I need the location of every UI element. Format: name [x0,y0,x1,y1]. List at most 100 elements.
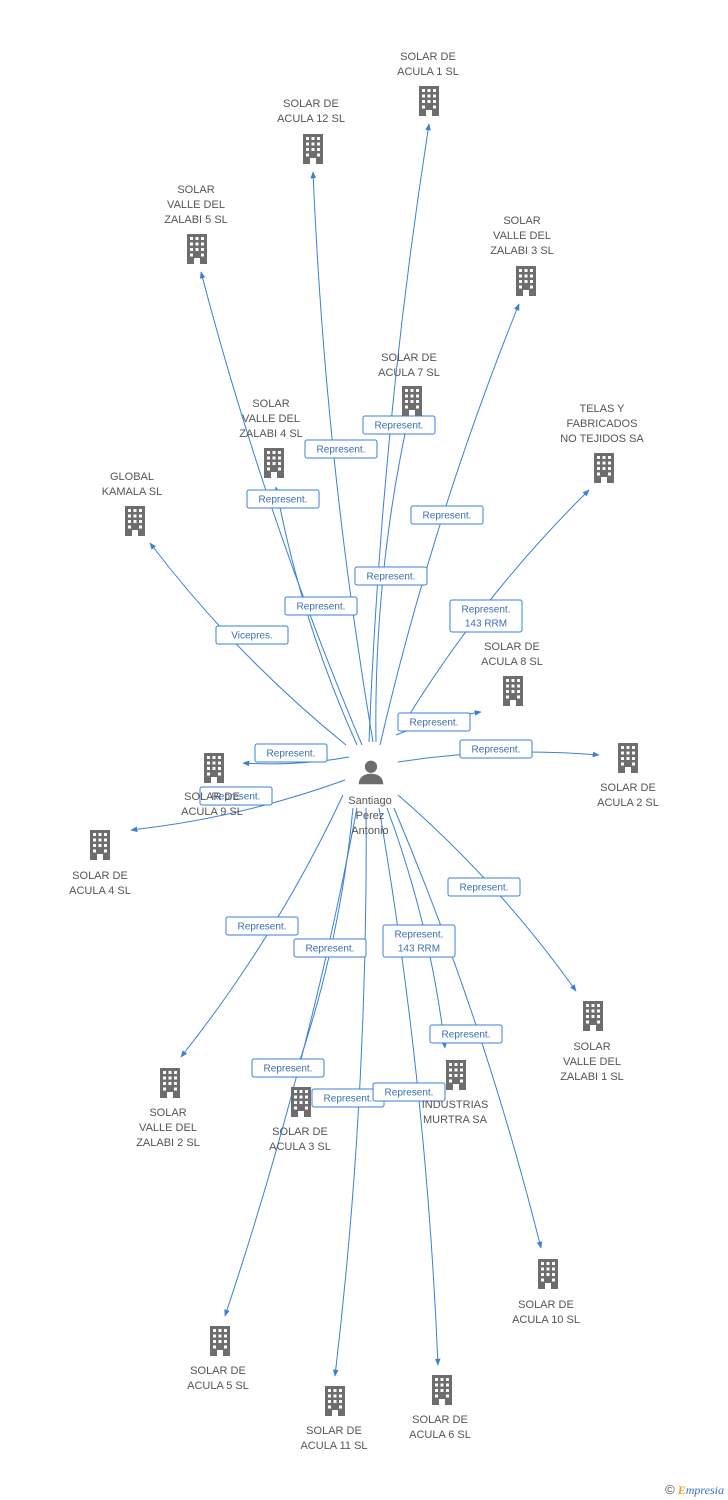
person-icon [358,760,384,785]
edge-label-text: Vicepres. [231,631,273,642]
edge-label-box [246,489,320,509]
edge-label-box [199,786,273,806]
building-icon [210,1326,230,1356]
edge-zalabi4 [274,486,358,746]
edge-label-acula9[interactable]: Represent. [254,743,328,763]
edge-label-text: Represent. [410,718,459,729]
building-icon [432,1375,452,1405]
edge-label-box [251,1058,325,1078]
building-icon [402,386,422,416]
edge-label-text: Represent. [212,792,261,803]
building-icon [204,753,224,783]
brand-initial: E [677,1483,686,1497]
edge-label-text: Represent. [238,922,287,933]
edge-label-acula5[interactable]: Represent. [251,1058,325,1078]
edge-label-text: Represent. [472,745,521,756]
building-icon [125,506,145,536]
edge-zalabi5 [199,271,363,746]
edge-label-box [449,599,523,633]
edge-label-acula7[interactable]: Represent. [354,566,428,586]
edge-label-text: Represent. [317,445,366,456]
building-icon [291,1087,311,1117]
edge-label-zalabi1[interactable]: Represent. [447,877,521,897]
edge-acula9 [242,756,350,767]
edge-label-box [293,938,367,958]
building-icon [538,1259,558,1289]
edge-label-box [225,916,299,936]
edge-labels-layer: Represent. Represent. Represent. Represent.… [199,415,533,1108]
edge-label-global[interactable]: Vicepres. [215,625,289,645]
edge-label-acula3[interactable]: Represent. [293,938,367,958]
edge-label-box [304,439,378,459]
edge-label-acula8[interactable]: Represent. [397,712,471,732]
building-icon [503,676,523,706]
edge-label-zalabi5[interactable]: Represent. [246,489,320,509]
edge-label-zalabi3[interactable]: Represent. [410,505,484,525]
edge-label-text: Represent. [306,944,355,955]
edge-global [149,542,347,746]
edge-label-acula12[interactable]: Represent. [304,439,378,459]
building-icon [160,1068,180,1098]
building-icon [90,830,110,860]
edge-label-box [284,596,358,616]
edge-label-text: Represent. [423,511,472,522]
building-icon [419,86,439,116]
edge-label-telas[interactable]: Represent.143 RRM [449,599,523,633]
edge-label-text: Represent. [460,883,509,894]
edge-label-acula6[interactable]: Represent. [372,1082,446,1102]
edge-label-text: Represent. [259,495,308,506]
edge-label-zalabi2[interactable]: Represent. [225,916,299,936]
building-icon [516,266,536,296]
edge-label-acula2[interactable]: Represent. [459,739,533,759]
edge-label-murtra[interactable]: Represent.143 RRM [382,924,456,958]
edge-label-acula4[interactable]: Represent. [199,786,273,806]
edge-label-acula10[interactable]: Represent. [429,1024,503,1044]
edge-label-box [362,415,436,435]
building-icon [618,743,638,773]
edge-label-acula1[interactable]: Represent. [362,415,436,435]
building-icon [446,1060,466,1090]
edge-label-text: Represent. [375,421,424,432]
edge-label-box [429,1024,503,1044]
empresia-brand[interactable]: © Empresia [665,1482,724,1498]
building-icon [264,448,284,478]
building-icon [594,453,614,483]
edge-label-text: Represent. [267,749,316,760]
edge-label-text: Represent. [385,1088,434,1099]
edge-label-zalabi4[interactable]: Represent. [284,596,358,616]
